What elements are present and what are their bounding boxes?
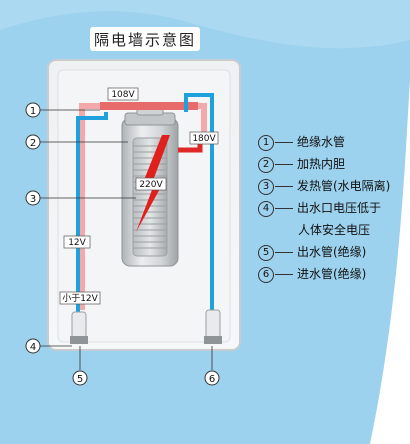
legend-text-3: 发热管(水电隔离) <box>297 179 391 193</box>
legend-num-4: 4 <box>258 200 274 217</box>
outlet-fitting <box>71 311 87 339</box>
legend-dash <box>275 164 293 165</box>
background-highlight <box>0 0 410 49</box>
legend-num-1: 1 <box>258 134 274 151</box>
svg-text:220V: 220V <box>139 180 163 190</box>
legend-num-5: 5 <box>258 244 274 261</box>
legend-dash <box>275 142 293 143</box>
marker-3: 3 <box>25 190 41 206</box>
legend-item-3: 3 发热管(水电隔离) <box>258 175 408 197</box>
legend-item-4-cont: 人体安全电压 <box>258 219 408 241</box>
legend-text-1: 绝缘水管 <box>297 135 346 149</box>
voltage-label-108v: 108V <box>107 87 139 101</box>
marker-5: 5 <box>72 370 88 386</box>
legend-text-4-cont: 人体安全电压 <box>298 223 371 237</box>
svg-text:108V: 108V <box>111 90 135 100</box>
legend-item-4: 4 出水口电压低于 <box>258 197 408 219</box>
svg-text:小于12V: 小于12V <box>62 293 98 304</box>
voltage-label-180v: 180V <box>189 131 219 145</box>
legend-num-6: 6 <box>258 266 274 283</box>
voltage-label-under-12v: 小于12V <box>59 291 101 305</box>
legend-item-5: 5 出水管(绝缘) <box>258 241 408 263</box>
legend-item-1: 1 绝缘水管 <box>258 131 408 153</box>
diagram-title: 隔电墙示意图 <box>90 27 200 51</box>
legend-text-6: 进水管(绝缘) <box>297 267 367 281</box>
legend-text-2: 加热内胆 <box>297 157 346 171</box>
voltage-label-220v: 220V <box>135 177 167 191</box>
legend-num-2: 2 <box>258 156 274 173</box>
svg-text:12V: 12V <box>68 238 86 248</box>
svg-text:1: 1 <box>30 106 36 117</box>
svg-text:6: 6 <box>209 374 215 385</box>
legend-dash <box>275 186 293 187</box>
marker-1: 1 <box>25 102 41 118</box>
inlet-connector <box>204 336 222 344</box>
legend-item-6: 6 进水管(绝缘) <box>258 263 408 285</box>
legend-dash <box>275 274 293 275</box>
legend-text-4: 出水口电压低于 <box>297 201 382 215</box>
legend-dash <box>275 252 293 253</box>
marker-4: 4 <box>25 338 41 354</box>
inlet-pipe <box>184 93 214 318</box>
outlet-pipe <box>76 112 108 318</box>
outlet-connector <box>70 336 88 344</box>
legend-dash <box>275 208 293 209</box>
inlet-fitting <box>205 309 221 339</box>
voltage-label-12v: 12V <box>63 235 91 249</box>
legend-text-5: 出水管(绝缘) <box>297 245 367 259</box>
svg-text:2: 2 <box>30 138 36 149</box>
marker-2: 2 <box>25 134 41 150</box>
red-pipe-top <box>100 102 198 110</box>
legend-num-3: 3 <box>258 178 274 195</box>
marker-6: 6 <box>204 370 220 386</box>
svg-text:5: 5 <box>77 374 83 385</box>
svg-text:180V: 180V <box>192 134 216 144</box>
legend: 1 绝缘水管 2 加热内胆 3 发热管(水电隔离) 4 出水口电压低于 人体安全电压 5… <box>258 131 408 285</box>
legend-item-2: 2 加热内胆 <box>258 153 408 175</box>
svg-text:3: 3 <box>30 194 36 205</box>
svg-text:4: 4 <box>30 342 36 353</box>
